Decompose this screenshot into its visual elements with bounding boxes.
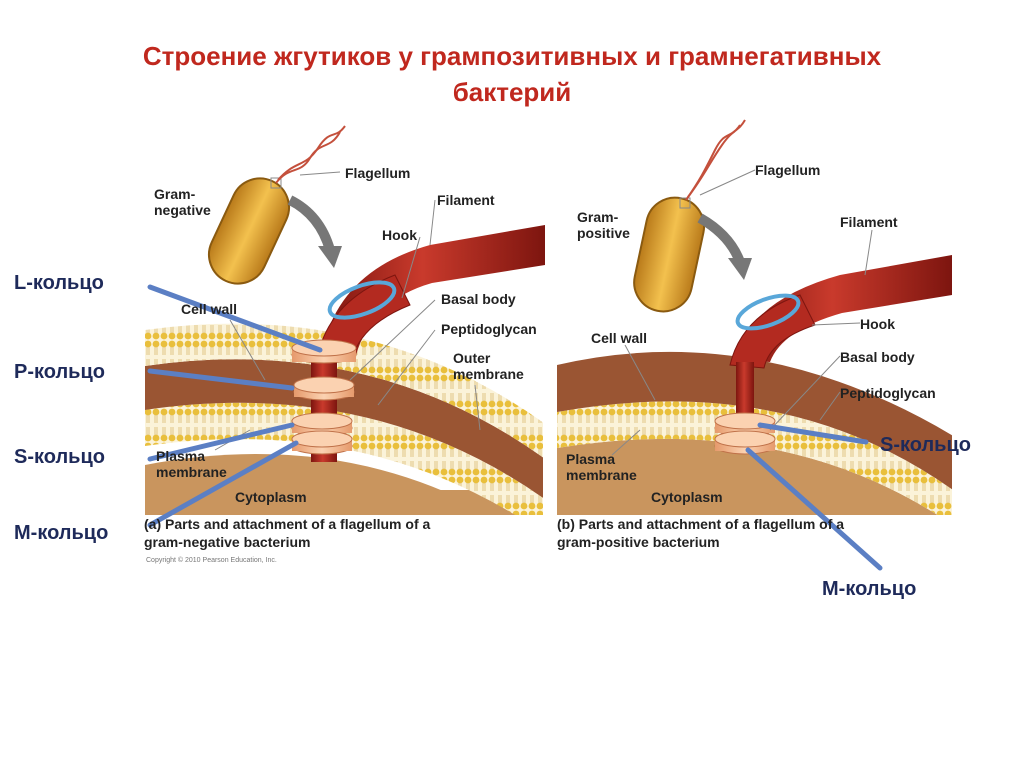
cell-wall-label-b: Cell wall [591,330,648,346]
title-line-1: Строение жгутиков у грампозитивных и гра… [142,41,882,71]
plasma-membrane-b [557,401,952,515]
cytoplasm-label-a: Cytoplasm [235,489,307,505]
plasma-membrane-label-b: Plasma membrane [566,451,637,483]
panel-a-envelope [145,323,543,515]
peptidoglycan-label-b: Peptidoglycan [840,385,936,401]
filament-label-b: Filament [840,214,898,230]
outer-membrane-label-line-2: membrane [453,366,524,382]
s-ring-label-b: S-кольцо [880,434,971,456]
basal-body-label-a: Basal body [441,291,516,307]
gram-negative-label: Gram- negative [154,186,211,218]
flagellum-label-b: Flagellum [755,162,821,178]
caption-a-line-2: gram-negative bacterium [144,534,311,550]
m-ring-label-b: M-кольцо [822,578,917,600]
caption-b-line-2: gram-positive bacterium [557,534,720,550]
pointer-p-ring [147,368,295,391]
hook-a [317,274,411,361]
copyright: Copyright © 2010 Pearson Education, Inc. [146,557,277,564]
gram-negative-label-line-2: negative [154,202,211,218]
zoom-arrow-b [697,213,745,264]
slide-title: Строение жгутиков у грампозитивных и гра… [40,38,984,110]
peptidoglycan-layer-a [145,359,543,498]
pointer-l-ring [147,284,323,353]
rings-a [291,339,357,455]
gram-negative-rod [208,125,346,285]
outer-membrane-label: Outer membrane [453,350,524,382]
ring-pointers [147,284,883,571]
hook-label-b: Hook [860,316,895,332]
peptidoglycan-label-a: Peptidoglycan [441,321,537,337]
pointer-s-ring-b [757,422,869,445]
gram-positive-label-line-1: Gram- [577,209,619,225]
gram-positive-label: Gram- positive [577,209,630,241]
gram-negative-label-line-1: Gram- [154,186,196,202]
caption-b: (b) Parts and attachment of a flagellum … [557,515,844,551]
plasma-membrane-label-b-line-1: Plasma [566,451,616,467]
caption-b-line-1: (b) Parts and attachment of a flagellum … [557,516,845,532]
rotation-arrow-a [327,280,397,320]
m-ring-label: M-кольцо [14,522,109,544]
plasma-membrane-label-b-line-2: membrane [566,467,637,483]
outer-membrane-a [145,323,543,458]
title-line-2: бактерий [452,77,572,107]
caption-a-line-1: (a) Parts and attachment of a flagellum … [144,516,431,532]
plasma-membrane-label-a: Plasma membrane [156,448,227,480]
pointer-s-ring [147,422,295,462]
cytoplasm-b [557,438,938,515]
filament-a [322,225,545,355]
peptidoglycan-layer-b [557,351,952,490]
l-ring-label: L-кольцо [14,272,104,294]
pointer-m-ring-b [745,447,883,571]
flagellum-label-a: Flagellum [345,165,411,181]
panel-b-envelope [557,351,952,515]
outer-membrane-label-line-1: Outer [453,350,491,366]
basal-body-label-b: Basal body [840,349,915,365]
pointer-m-ring [147,440,299,528]
hook-label-a: Hook [382,227,417,243]
gram-positive-label-line-2: positive [577,225,630,241]
leader-lines-b [611,169,873,456]
cell-wall-label-a: Cell wall [181,301,238,317]
rings-b [714,412,776,455]
rotation-arrow-b [735,293,801,331]
plasma-membrane-label-a-line-1: Plasma [156,448,206,464]
cytoplasm-label-b: Cytoplasm [651,489,723,505]
zoom-arrow-a [287,195,335,252]
gram-positive-rod [633,119,746,313]
plasma-membrane-a [145,402,543,515]
s-ring-label: S-кольцо [14,446,105,468]
caption-a: (a) Parts and attachment of a flagellum … [144,515,430,551]
plasma-membrane-label-a-line-2: membrane [156,464,227,480]
leader-lines-a [214,171,481,451]
filament-label-a: Filament [437,192,495,208]
p-ring-label: P-кольцо [14,361,105,383]
